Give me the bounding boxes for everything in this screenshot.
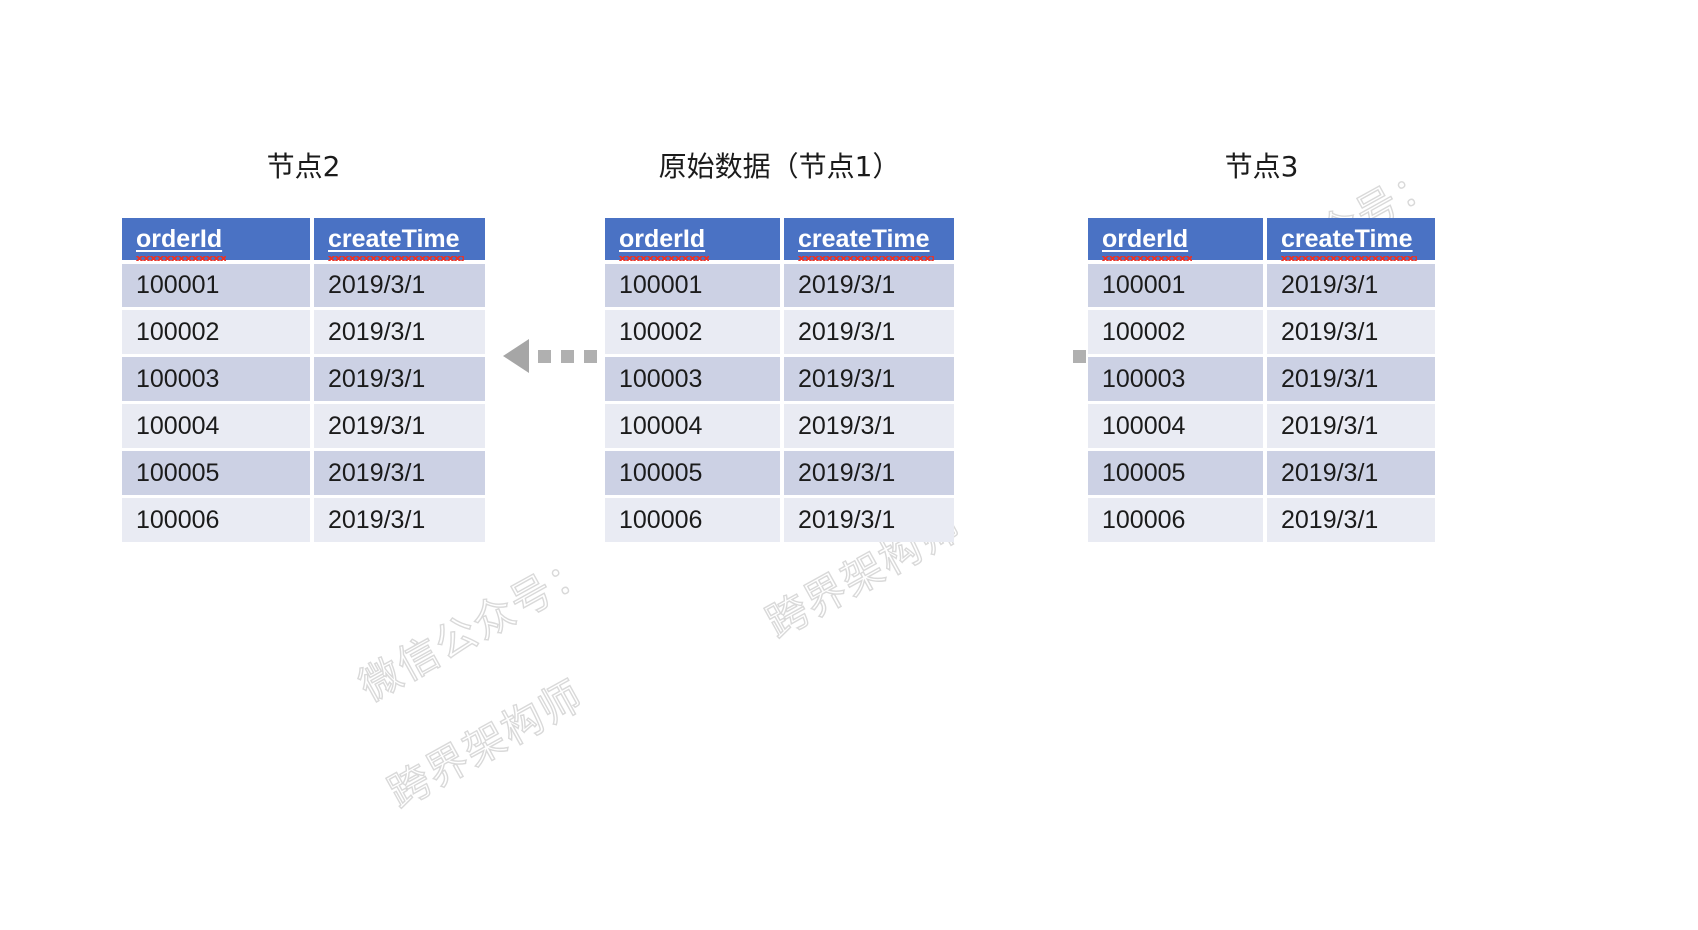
arrow-dash — [584, 349, 597, 363]
cell-orderid: 100003 — [122, 354, 310, 401]
cell-orderid: 100003 — [1088, 354, 1263, 401]
cell-createtime: 2019/3/1 — [1263, 260, 1435, 307]
table-header-row: orderId createTime — [122, 218, 485, 261]
cell-createtime: 2019/3/1 — [1263, 354, 1435, 401]
table-title: 节点2 — [266, 150, 341, 183]
cell-orderid: 100005 — [605, 448, 780, 495]
table-title: 原始数据（节点1） — [658, 150, 901, 183]
cell-createtime: 2019/3/1 — [310, 495, 485, 542]
watermark: 微信公众号： 跨界架构师 — [272, 496, 705, 930]
cell-createtime: 2019/3/1 — [310, 307, 485, 354]
table-header-row: orderId createTime — [1088, 218, 1435, 261]
column-header-orderid: orderId — [122, 218, 310, 261]
cell-orderid: 100001 — [605, 260, 780, 307]
arrow-dash — [1073, 349, 1086, 363]
cell-orderid: 100005 — [1088, 448, 1263, 495]
cell-orderid: 100001 — [1088, 260, 1263, 307]
cell-orderid: 100006 — [122, 495, 310, 542]
arrow-dash — [538, 349, 551, 363]
cell-createtime: 2019/3/1 — [1263, 448, 1435, 495]
cell-createtime: 2019/3/1 — [310, 354, 485, 401]
column-header-orderid: orderId — [605, 218, 780, 261]
cell-orderid: 100002 — [122, 307, 310, 354]
cell-createtime: 2019/3/1 — [780, 354, 954, 401]
table-title: 节点3 — [1224, 150, 1299, 183]
cell-createtime: 2019/3/1 — [780, 307, 954, 354]
column-header-createtime: createTime — [1263, 218, 1435, 261]
cell-createtime: 2019/3/1 — [1263, 307, 1435, 354]
arrow-to-node2 — [503, 339, 602, 373]
cell-createtime: 2019/3/1 — [1263, 495, 1435, 542]
cell-createtime: 2019/3/1 — [310, 401, 485, 448]
cell-orderid: 100003 — [605, 354, 780, 401]
cell-orderid: 100006 — [1088, 495, 1263, 542]
cell-orderid: 100002 — [605, 307, 780, 354]
cell-orderid: 100002 — [1088, 307, 1263, 354]
column-header-orderid: orderId — [1088, 218, 1263, 261]
table-header: orderId createTime — [605, 218, 954, 261]
table-header-row: orderId createTime — [605, 218, 954, 261]
diagram-canvas: 微信公众号： 跨界架构师 微信公众号： 跨界架构师 微信公众号： 跨界架构师 节… — [122, 150, 1447, 818]
table-header: orderId createTime — [122, 218, 485, 261]
cell-createtime: 2019/3/1 — [780, 448, 954, 495]
table-header: orderId createTime — [1088, 218, 1435, 261]
cell-orderid: 100004 — [605, 401, 780, 448]
watermark-line-1: 微信公众号： — [351, 543, 601, 712]
arrow-head-left-icon — [503, 339, 529, 373]
watermark-line-2: 跨界架构师 — [380, 670, 593, 818]
cell-orderid: 100004 — [1088, 401, 1263, 448]
cell-createtime: 2019/3/1 — [1263, 401, 1435, 448]
cell-createtime: 2019/3/1 — [780, 495, 954, 542]
cell-createtime: 2019/3/1 — [780, 260, 954, 307]
cell-orderid: 100001 — [122, 260, 310, 307]
arrow-dash — [561, 349, 574, 363]
column-header-createtime: createTime — [310, 218, 485, 261]
cell-orderid: 100005 — [122, 448, 310, 495]
cell-orderid: 100006 — [605, 495, 780, 542]
cell-createtime: 2019/3/1 — [310, 448, 485, 495]
cell-createtime: 2019/3/1 — [310, 260, 485, 307]
column-header-createtime: createTime — [780, 218, 954, 261]
cell-createtime: 2019/3/1 — [780, 401, 954, 448]
cell-orderid: 100004 — [122, 401, 310, 448]
